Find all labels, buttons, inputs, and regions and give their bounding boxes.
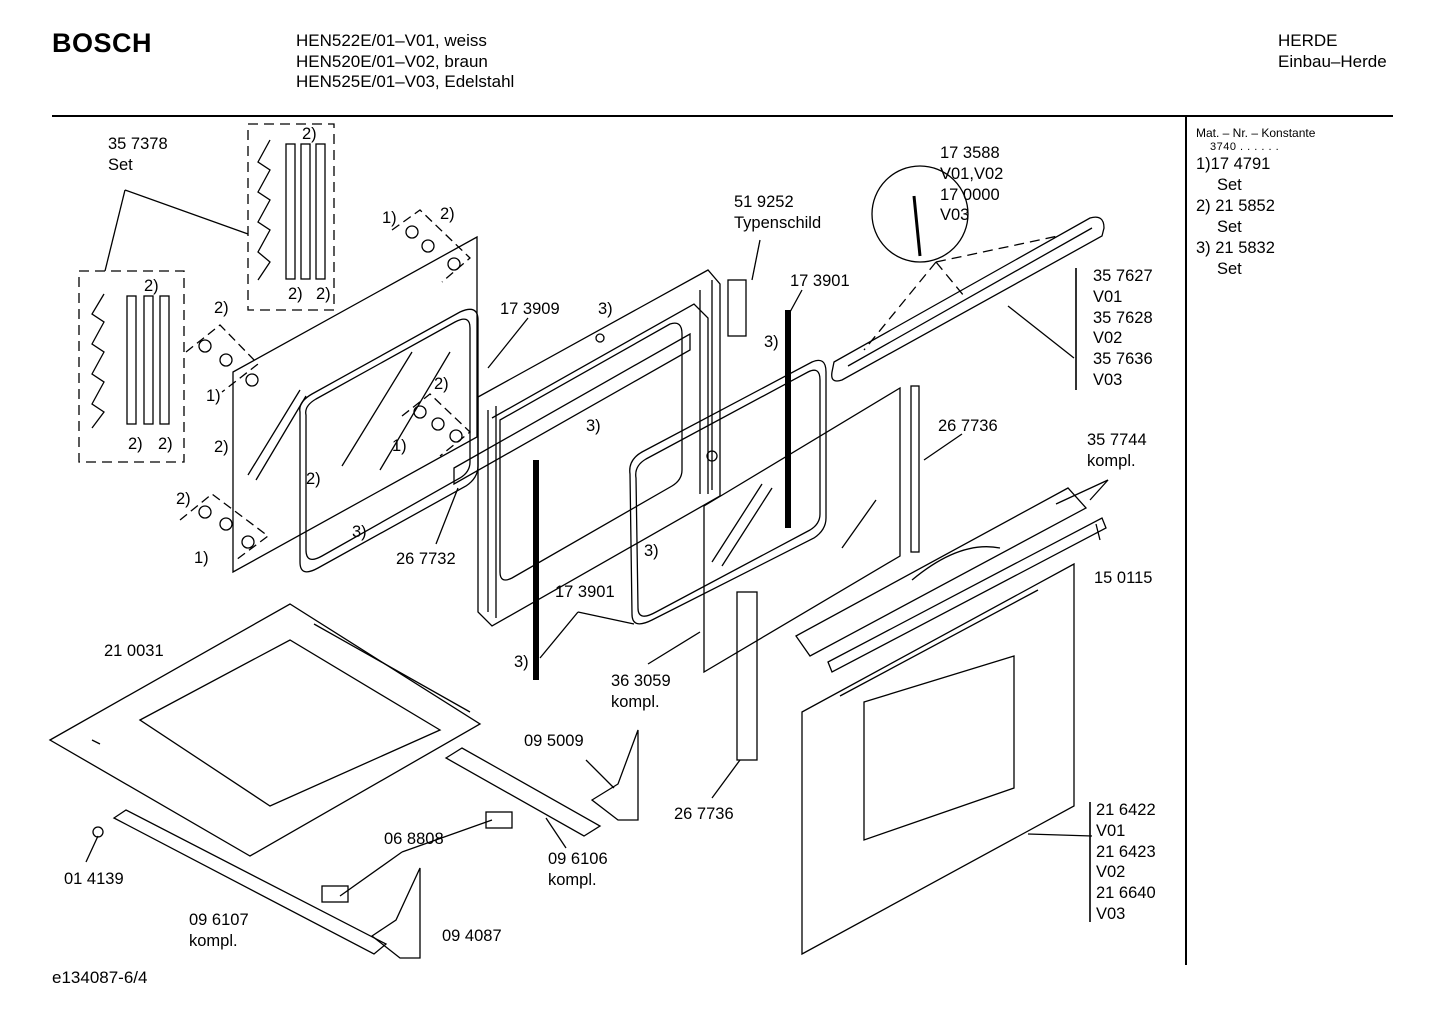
category-line: HERDE [1278,31,1338,50]
part-label-267736-right: 26 7736 [938,417,998,435]
sidebar-entry: 3) 21 5832 Set [1196,239,1275,278]
part-label-068808: 06 8808 [384,830,444,848]
part-label-357378: 35 7378 Set [108,135,168,174]
part-label-173588: 17 3588 V01,V02 17 0000 V03 [940,144,1004,225]
marker-2: 2) [288,285,303,303]
part-label-357744: 35 7744 kompl. [1087,431,1147,470]
marker-2: 2) [214,299,229,317]
marker-3: 3) [514,653,529,671]
door-frame [453,269,721,627]
side-strip [910,385,920,553]
part-label-095009: 09 5009 [524,732,584,750]
hinge-set-top [247,123,335,311]
part-label-267732: 26 7732 [396,550,456,568]
control-panel-strip [795,487,1107,673]
part-label-216422: 21 6422 V01 21 6423 V02 21 6640 V03 [1096,801,1156,923]
sidebar-title: Mat. – Nr. – Konstante [1196,126,1316,140]
part-label-014139: 01 4139 [64,870,124,888]
model-line: HEN525E/01–V03, Edelstahl [296,72,515,91]
part-label-096107: 09 6107 kompl. [189,911,249,950]
sidebar-constant: 3740 . . . . . . [1210,141,1280,153]
part-label-363059: 36 3059 kompl. [611,672,671,711]
marker-2: 2) [316,285,331,303]
marker-3: 3) [352,523,367,541]
side-rail [112,809,388,955]
marker-1: 1) [382,209,397,227]
marker-2: 2) [306,470,321,488]
drawing-code: e134087-6/4 [52,968,148,987]
door-handle [831,216,1105,382]
model-list: HEN522E/01–V01, weiss HEN520E/01–V02, br… [296,31,514,93]
side-strip [736,591,758,761]
side-rail [444,747,602,837]
part-label-096106: 09 6106 kompl. [548,850,608,889]
marker-1: 1) [194,549,209,567]
marker-2: 2) [434,375,449,393]
marker-2: 2) [214,438,229,456]
marker-3: 3) [644,542,659,560]
part-label-210031: 21 0031 [104,642,164,660]
inner-glass-panel [179,209,479,574]
clip [321,885,349,903]
outer-glass-panel [629,359,901,674]
part-label-150115: 15 0115 [1094,569,1153,587]
marker-1: 1) [392,437,407,455]
part-label-173901-mid: 17 3901 [555,583,615,601]
bracket [370,867,421,959]
marker-2: 2) [302,125,317,143]
brand-logo: BOSCH [52,28,153,58]
marker-2: 2) [128,435,143,453]
sidebar-entry: 2) 21 5852 Set [1196,197,1275,236]
marker-2: 2) [158,435,173,453]
type-plate-label: Typenschild [734,213,822,232]
part-label-519252: 51 9252 Typenschild [734,193,822,232]
marker-2: 2) [144,277,159,295]
marker-3: 3) [764,333,779,351]
part-label-357627: 35 7627 V01 35 7628 V02 35 7636 V03 [1093,267,1153,389]
marker-2: 2) [440,205,455,223]
marker-2: 2) [176,490,191,508]
appliance-category: HERDE Einbau–Herde [1278,31,1387,72]
material-number-sidebar: Mat. – Nr. – Konstante 3740 . . . . . . … [1196,126,1315,280]
model-line: HEN522E/01–V01, weiss [296,31,487,50]
screw-icon [912,195,922,257]
part-label-173901-top: 17 3901 [790,272,850,290]
sidebar-entry: 1)17 4791 Set [1196,155,1271,194]
bracket [590,729,639,821]
category-line: Einbau–Herde [1278,51,1387,71]
screw-detail-circle [871,165,969,263]
outer-door [801,562,1075,956]
bottom-tray [48,603,482,857]
marker-3: 3) [598,300,613,318]
part-label-094087: 09 4087 [442,927,502,945]
part-label-173909: 17 3909 [500,300,560,318]
marker-1: 1) [206,387,221,405]
clip [485,811,513,829]
type-plate [727,279,747,337]
marker-3: 3) [586,417,601,435]
part-label-267736-bottom: 26 7736 [674,805,734,823]
hinge-set-left [78,270,185,463]
model-line: HEN520E/01–V02, braun [296,51,488,71]
